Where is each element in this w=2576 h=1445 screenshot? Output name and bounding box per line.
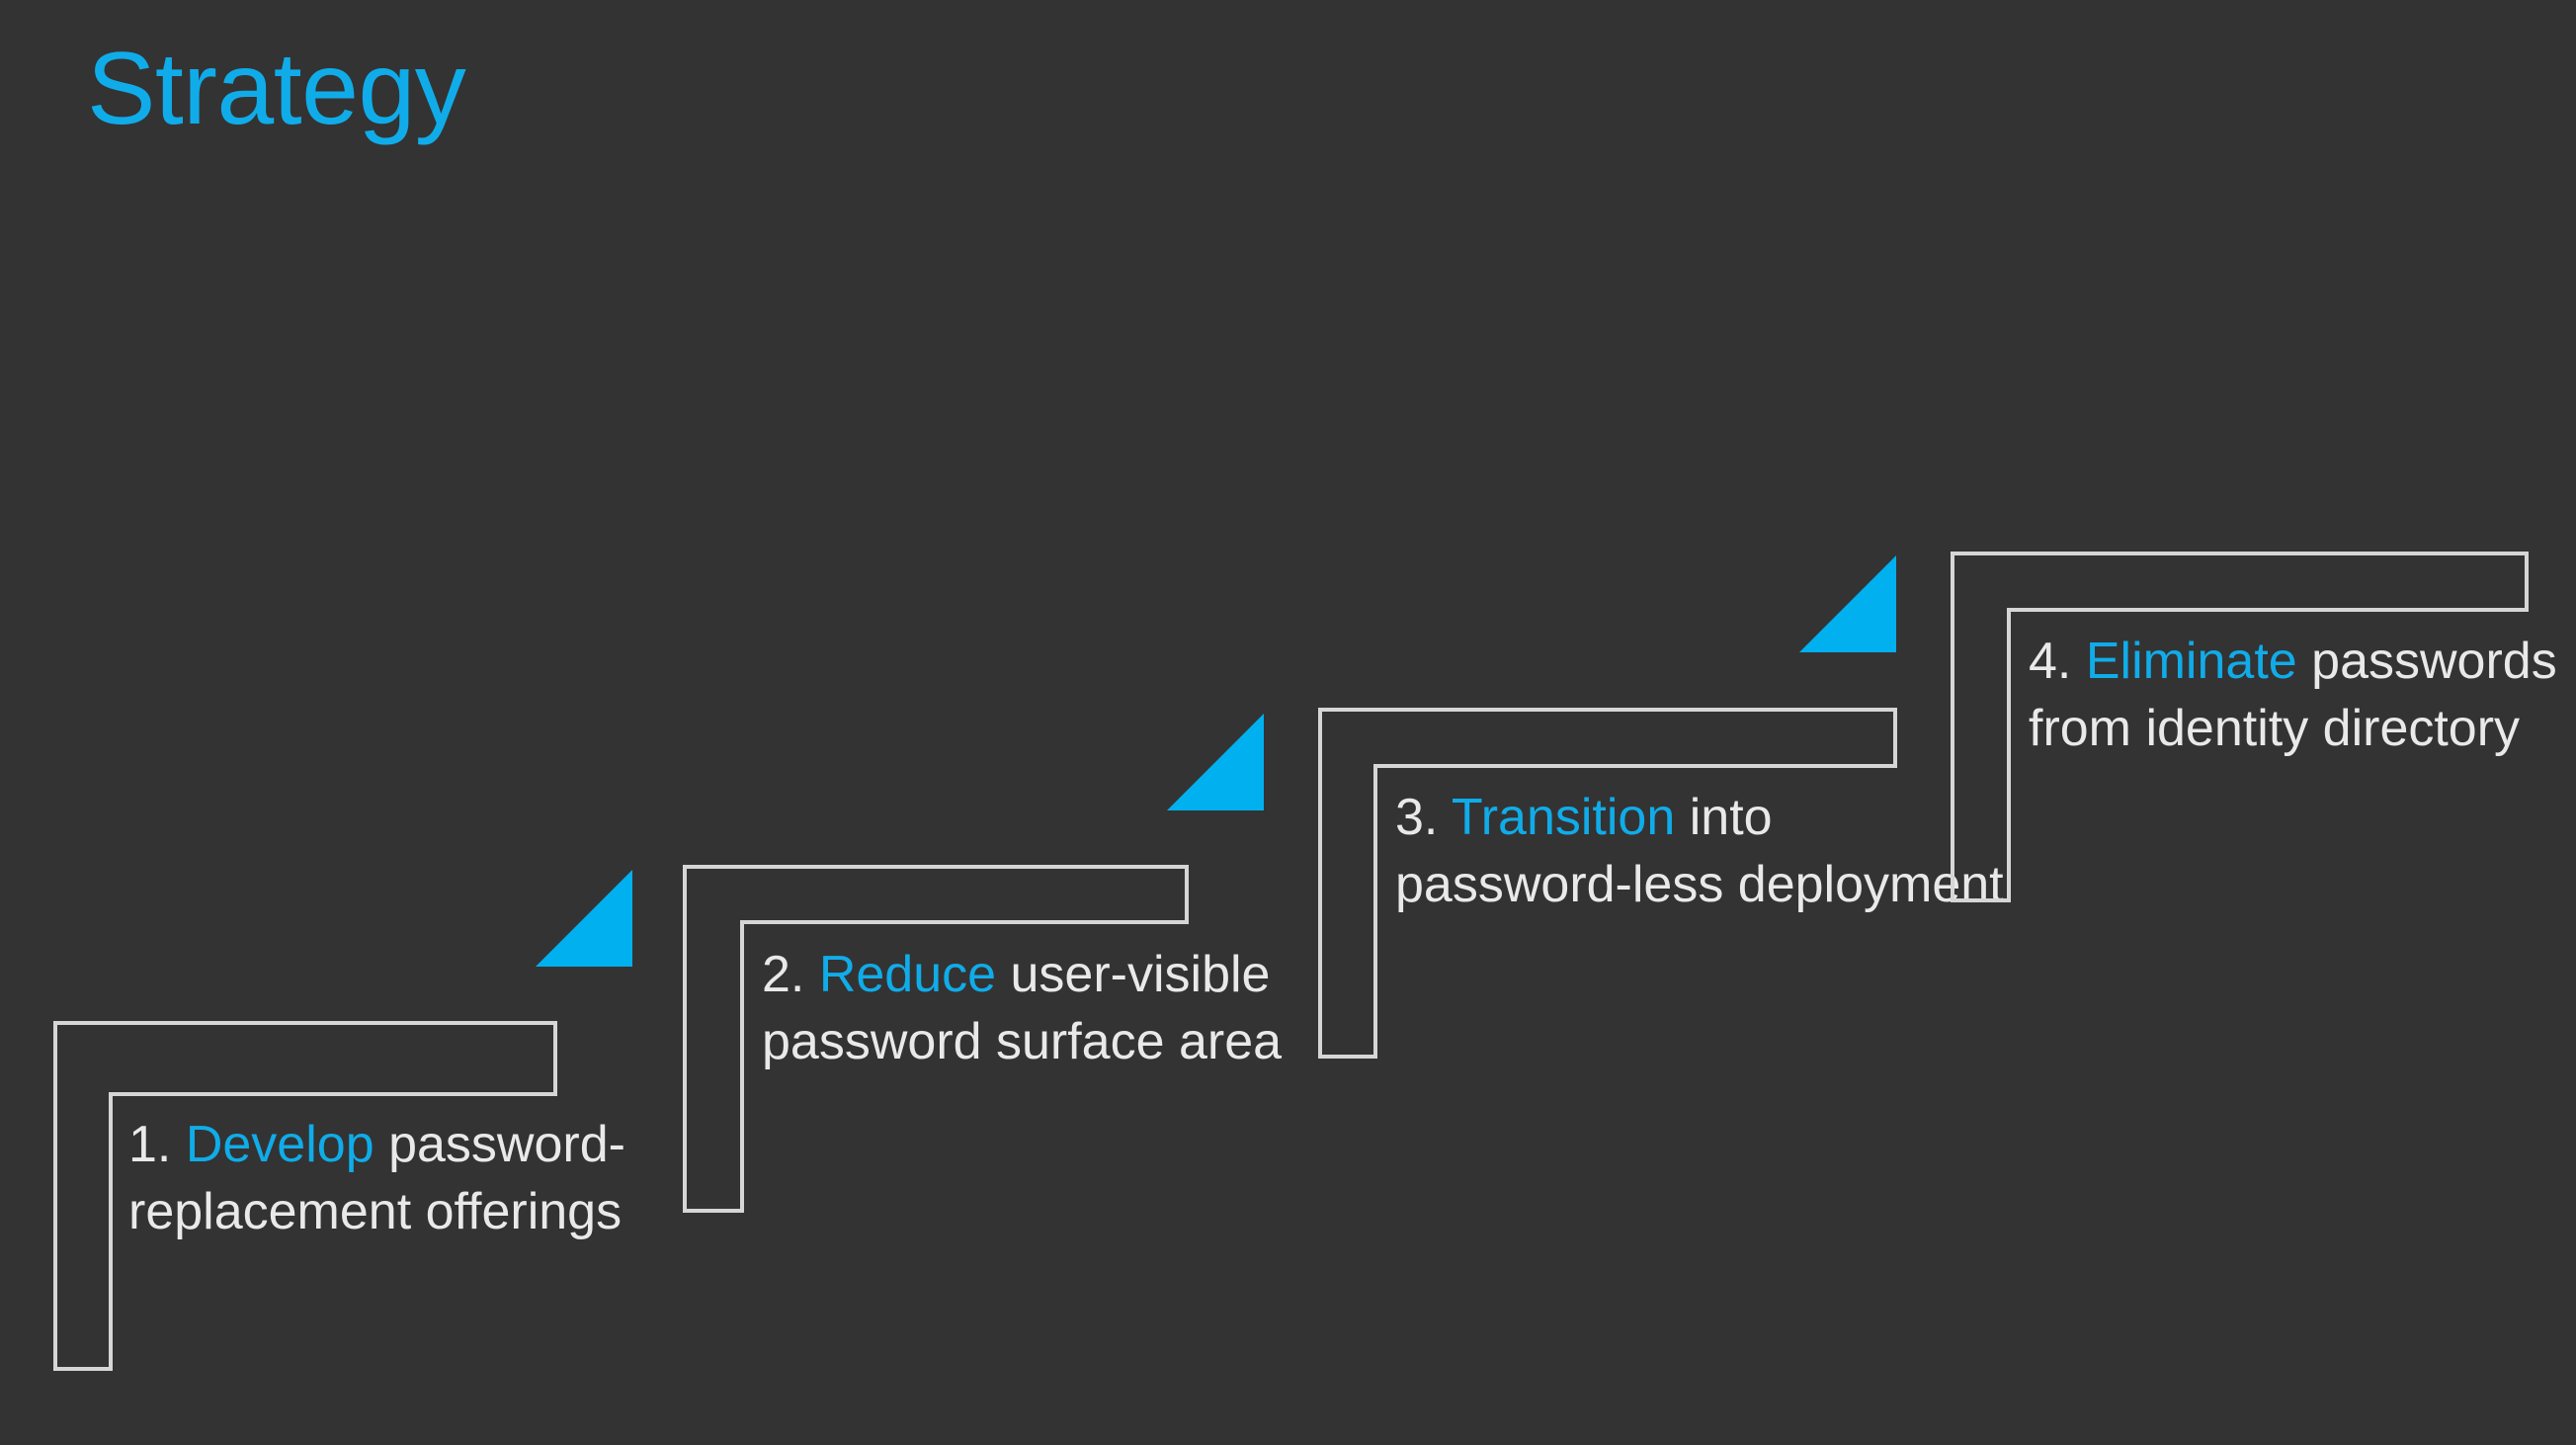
page-title: Strategy (87, 32, 466, 146)
step-2-bracket-corner (687, 916, 740, 926)
step-3-number: 3. (1395, 789, 1439, 846)
step-1-line-1: 1. Develop password- (128, 1112, 625, 1179)
step-2-line-1-rest: user-visible (996, 946, 1271, 1003)
step-1-number: 1. (128, 1116, 172, 1173)
step-4-keyword: Eliminate (2085, 633, 2297, 690)
step-3-line-1-rest: into (1675, 789, 1773, 846)
step-3-bracket-leg (1318, 764, 1377, 1059)
connector-triangle-2-icon (1167, 714, 1264, 810)
step-2-text: 2. Reduce user-visible password surface … (762, 942, 1282, 1075)
step-4-line-2: from identity directory (2029, 699, 2521, 757)
step-2-number: 2. (762, 946, 805, 1003)
step-4-bracket-corner (1954, 604, 2007, 614)
step-1-keyword: Develop (185, 1116, 374, 1173)
step-1-line-2: replacement offerings (128, 1182, 623, 1240)
connector-triangle-1-icon (536, 870, 632, 967)
step-4-number: 4. (2029, 633, 2072, 690)
step-1-bracket-corner (57, 1088, 109, 1098)
step-2-bracket-leg (683, 920, 744, 1213)
step-3-line-2: password-less deployment (1395, 855, 2004, 913)
step-1-bracket-leg (53, 1092, 113, 1371)
step-4-bracket-bar (1951, 552, 2529, 612)
step-1-line-1-rest: password- (374, 1116, 625, 1173)
step-2-line-2: password surface area (762, 1012, 1283, 1070)
step-1-text: 1. Develop password- replacement offerin… (128, 1112, 625, 1245)
step-3-line-1: 3. Transition into (1395, 785, 2004, 852)
step-3-text: 3. Transition into password-less deploym… (1395, 785, 2004, 918)
connector-triangle-3-icon (1799, 555, 1896, 652)
step-2-bracket-bar (683, 865, 1189, 924)
step-4-line-1-rest: passwords (2296, 633, 2557, 690)
step-4-bracket-leg (1951, 608, 2011, 902)
step-2-line-1: 2. Reduce user-visible (762, 942, 1282, 1009)
step-4-line-1: 4. Eliminate passwords (2029, 629, 2557, 696)
step-1-bracket-bar (53, 1021, 557, 1096)
step-3-bracket-bar (1318, 708, 1897, 768)
step-4-text: 4. Eliminate passwords from identity dir… (2029, 629, 2557, 762)
step-2-keyword: Reduce (818, 946, 997, 1003)
step-3-keyword: Transition (1451, 789, 1676, 846)
step-3-bracket-corner (1322, 760, 1373, 770)
